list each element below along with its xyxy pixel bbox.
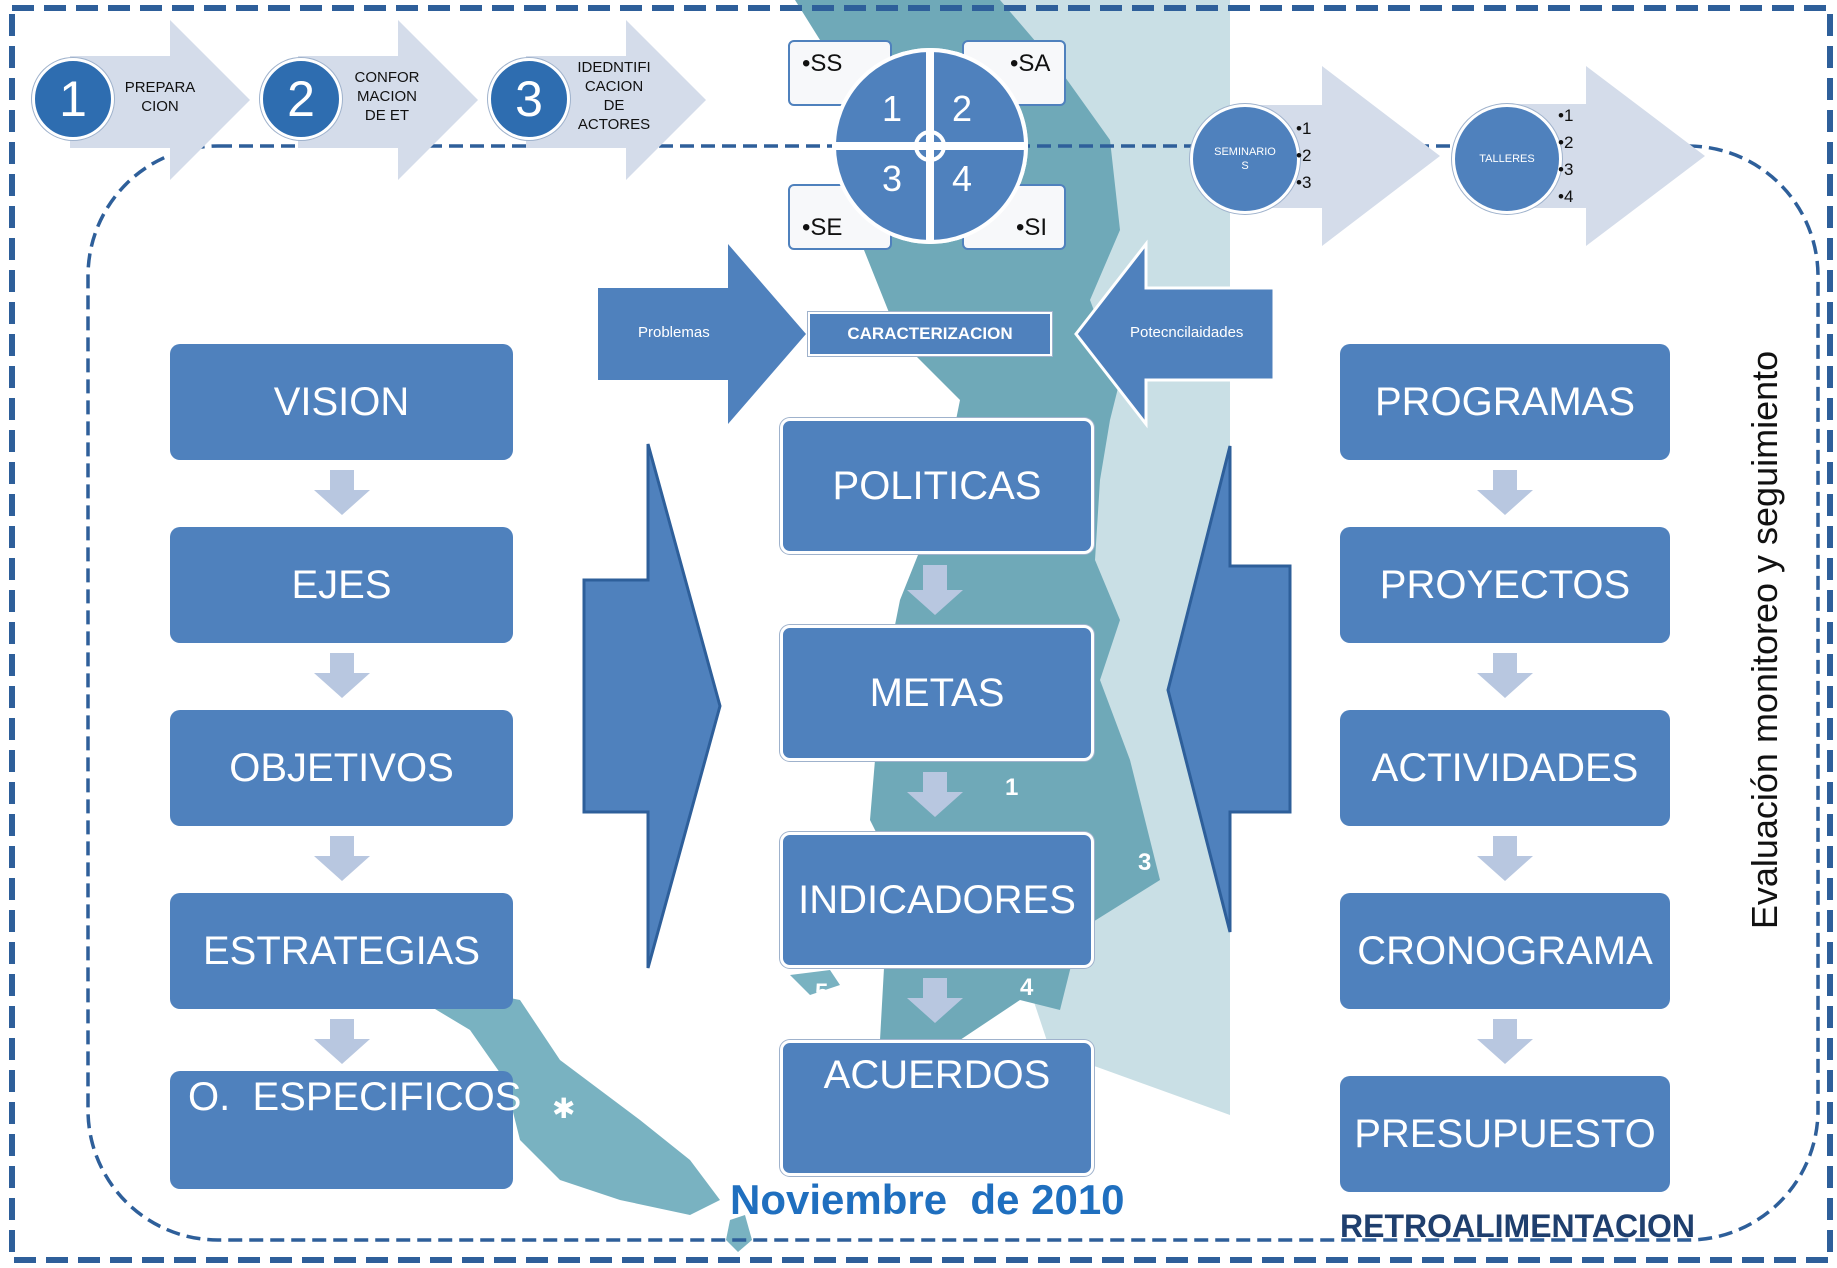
evaluacion-vertical-label: Evaluación monitoreo y seguimiento: [1744, 350, 1785, 930]
problemas-arrow: [598, 244, 806, 424]
date-label: Noviembre de 2010: [730, 1176, 1125, 1223]
metas-box: METAS: [780, 625, 1094, 761]
seminarios-circle: SEMINARIO S: [1190, 104, 1300, 214]
objetivos-especificos-box: O. ESPECIFICOS: [170, 1071, 521, 1189]
map-island: [420, 990, 720, 1215]
presupuesto-box: PRESUPUESTO: [1340, 1076, 1670, 1192]
retroalimentacion-label: RETROALIMENTACION: [1340, 1208, 1695, 1244]
map-number-1: 1: [1005, 774, 1018, 801]
seminarios-item-3: •3: [1296, 173, 1312, 192]
talleres-item-2: •2: [1558, 133, 1574, 152]
wheel-number-2: 2: [951, 88, 973, 129]
wheel-front: [832, 48, 1028, 244]
indicadores-box: INDICADORES: [780, 832, 1094, 968]
talleres-item-1: •1: [1558, 106, 1574, 125]
down-arrows: [314, 470, 1533, 1064]
acuerdos-box: ACUERDOS: [780, 1040, 1094, 1176]
step-2-label: CONFOR MACION DE ET: [354, 69, 420, 124]
wheel-number-3: 3: [881, 158, 903, 199]
step-3-circle: 3: [488, 58, 570, 140]
vision-box: VISION: [170, 344, 513, 460]
programas-box: PROGRAMAS: [1340, 344, 1670, 460]
map-star: ✱: [552, 1092, 575, 1125]
talleres-item-3: •3: [1558, 160, 1574, 179]
outer-dashed-frame: [9, 5, 1833, 1263]
talleres-circle: TALLERES: [1452, 104, 1562, 214]
map-islet: [726, 1215, 752, 1252]
map-number-5: 5: [815, 979, 828, 1006]
caracterizacion-box: CARACTERIZACION: [808, 312, 1052, 356]
step-3-label: IDEDNTIFI CACION DE ACTORES: [577, 59, 651, 133]
workshop-arrows: [1240, 66, 1705, 246]
big-right-arrow: [582, 443, 722, 969]
potencialidades-label: Potecncilaidades: [1130, 324, 1244, 341]
big-left-arrow: [1166, 445, 1292, 933]
map-number-4: 4: [1020, 974, 1034, 1001]
step-2-circle: 2: [260, 58, 342, 140]
seminarios-item-2: •2: [1296, 146, 1312, 165]
step-1-circle: 1: [32, 58, 114, 140]
step-arrows: [70, 20, 706, 180]
map-number-3: 3: [1138, 849, 1151, 876]
seminarios-item-1: •1: [1296, 119, 1312, 138]
estrategias-box: ESTRATEGIAS: [170, 893, 513, 1009]
ejes-box: EJES: [170, 527, 513, 643]
wheel-number-1: 1: [881, 88, 903, 129]
step-1-label: PREPARA CION: [124, 79, 196, 115]
cronograma-box: CRONOGRAMA: [1340, 893, 1670, 1009]
politicas-box: POLITICAS: [780, 418, 1094, 554]
objetivos-box: OBJETIVOS: [170, 710, 513, 826]
talleres-item-4: •4: [1558, 187, 1574, 206]
proyectos-box: PROYECTOS: [1340, 527, 1670, 643]
potencialidades-arrow: [1074, 239, 1276, 429]
problemas-label: Problemas: [638, 324, 710, 341]
actividades-box: ACTIVIDADES: [1340, 710, 1670, 826]
wheel-number-4: 4: [951, 158, 973, 199]
map-small-island: [790, 970, 840, 995]
